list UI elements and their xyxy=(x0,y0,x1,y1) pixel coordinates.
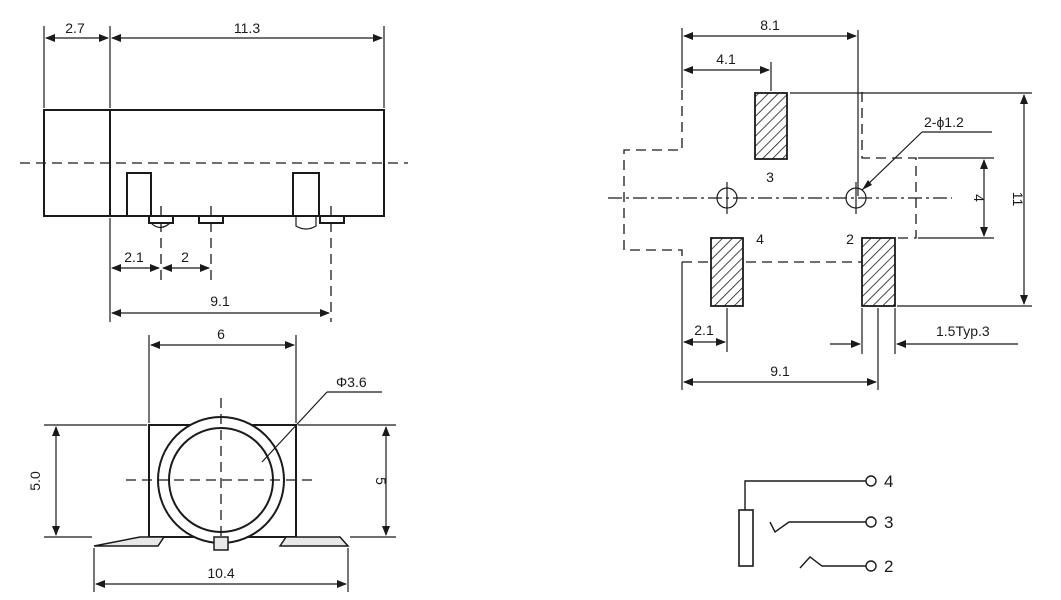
dim-hole: 2-ϕ1.2 xyxy=(924,114,964,130)
pad-2 xyxy=(861,237,896,307)
dim-4-1: 4.1 xyxy=(716,51,736,67)
dim-4: 4 xyxy=(971,194,987,202)
dim-2-1: 2.1 xyxy=(124,249,144,265)
schematic-pin-3: 3 xyxy=(884,513,893,532)
side-terminal-1 xyxy=(148,215,174,224)
side-boss-right xyxy=(292,172,320,217)
dim-9-1: 9.1 xyxy=(210,293,230,309)
pcb-footprint: 3 4 2 2-ϕ1.2 8.1 4.1 4 11 2 xyxy=(608,17,1032,390)
schematic-terminal-4 xyxy=(865,475,877,487)
footprint-body-outline xyxy=(623,90,917,263)
leader-phi-3-6 xyxy=(261,391,328,463)
schematic-sleeve xyxy=(738,509,754,567)
side-terminal-2 xyxy=(198,215,224,224)
dim-11-3: 11.3 xyxy=(234,20,260,36)
dim-5: 5 xyxy=(373,477,389,485)
dim-2: 2 xyxy=(181,249,189,265)
schematic: 4 3 2 xyxy=(738,472,893,576)
side-boss-right-foot xyxy=(295,216,317,230)
side-terminal-3 xyxy=(319,215,345,224)
pad-3 xyxy=(754,92,788,160)
dim-typ: 1.5Typ.3 xyxy=(936,323,990,339)
side-terminal-1-hook xyxy=(150,222,171,229)
front-view: 6 Φ3.6 5.0 5 10.4 xyxy=(27,326,396,592)
dim-9-1: 9.1 xyxy=(770,363,790,379)
side-view: 2.7 11.3 2.1 2 9.1 xyxy=(20,20,408,322)
pad-4 xyxy=(710,237,744,307)
schematic-terminal-2 xyxy=(865,560,877,572)
dim-11: 11 xyxy=(1010,192,1026,207)
pad-label-2: 2 xyxy=(846,231,854,247)
dim-10-4: 10.4 xyxy=(207,565,234,581)
schematic-wire-2 xyxy=(799,556,866,569)
schematic-wire-3 xyxy=(769,521,866,534)
dim-phi-3-6: Φ3.6 xyxy=(336,374,367,390)
pad-label-4: 4 xyxy=(756,231,764,247)
dim-8-1: 8.1 xyxy=(760,17,780,33)
dim-6: 6 xyxy=(217,326,225,342)
dim-2-1: 2.1 xyxy=(694,322,714,338)
leader-hole xyxy=(861,131,923,191)
front-tab-left xyxy=(93,536,166,547)
side-boss-left xyxy=(126,172,152,217)
pad-label-3: 3 xyxy=(766,169,774,185)
schematic-pin-2: 2 xyxy=(884,557,893,576)
front-center-pin xyxy=(213,536,229,551)
leader-hole-arrow xyxy=(862,180,872,190)
schematic-pin-4: 4 xyxy=(884,472,893,491)
schematic-wire-4 xyxy=(744,480,866,510)
dim-2-7: 2.7 xyxy=(65,20,85,36)
dim-5-0: 5.0 xyxy=(27,471,43,491)
schematic-terminal-3 xyxy=(865,516,877,528)
front-tab-right xyxy=(278,536,350,547)
